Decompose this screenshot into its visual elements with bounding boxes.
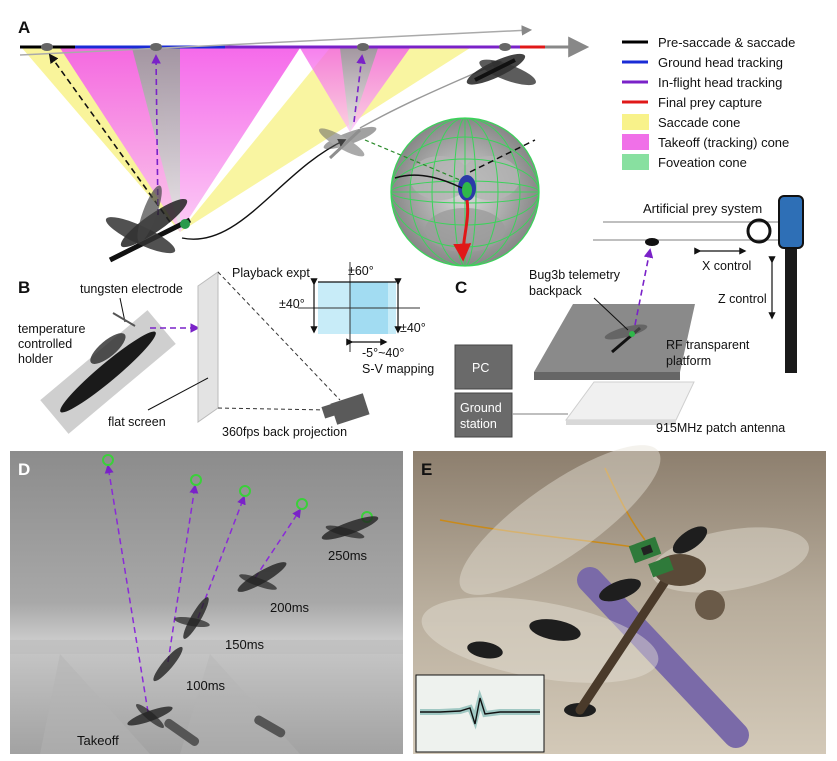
time-100ms: 100ms: [186, 678, 226, 693]
bug3b-label: backpack: [529, 284, 583, 298]
holder-label: controlled: [18, 337, 72, 351]
platform-dragonfly: [604, 324, 648, 354]
antenna-label: 915MHz patch antenna: [656, 421, 785, 435]
flat-screen-label: flat screen: [108, 415, 166, 429]
sight-line: [254, 508, 301, 579]
ground-station-label: Ground: [460, 401, 502, 415]
deg40-right-label: ±40°: [400, 321, 426, 335]
sight-line: [104, 464, 149, 713]
prey-marker: [357, 43, 369, 51]
head-globe: [364, 117, 540, 267]
range-label: -5°~40°: [362, 346, 404, 360]
rf-platform-label: platform: [666, 354, 711, 368]
z-control-label: Z control: [718, 292, 767, 306]
tethered-dragonfly: [421, 445, 809, 717]
time-250ms: 250ms: [328, 548, 368, 563]
artificial-prey-label: Artificial prey system: [643, 201, 762, 216]
pc-label: PC: [472, 361, 489, 375]
inflight-tracking-arrow: [353, 54, 366, 123]
purple-rod: [577, 567, 749, 748]
legend-label: Pre-saccade & saccade: [658, 35, 795, 50]
legend-label: Ground head tracking: [658, 55, 783, 70]
ground-station-box: [454, 392, 513, 438]
dragonfly-flying: [318, 126, 377, 160]
sv-mapping-label: S-V mapping: [362, 362, 434, 376]
panel-letter-e: E: [421, 460, 432, 479]
ground-tracking-arrow: [151, 54, 161, 216]
prey-position: [296, 498, 308, 510]
legend: Pre-saccade & saccade Ground head tracki…: [622, 35, 795, 170]
motor-unit: [778, 195, 804, 249]
deg40-left-label: ±40°: [279, 297, 305, 311]
panel-e: E: [413, 445, 826, 754]
dragonfly-perched: [105, 185, 192, 263]
panel-letter-b: B: [18, 278, 30, 297]
holder-label: temperature: [18, 322, 85, 336]
prey-marker: [41, 43, 53, 51]
artificial-prey: [645, 238, 659, 246]
spike-trace-inset: [415, 674, 545, 753]
holder-label: holder: [18, 352, 53, 366]
panel-a: A: [18, 18, 795, 267]
legend-swatch-foveation-cone: [622, 154, 649, 170]
pc-box: [454, 344, 513, 390]
prey-marker: [150, 43, 162, 51]
legend-swatch-saccade-cone: [622, 114, 649, 130]
projection-label: 360fps back projection: [222, 425, 347, 439]
ground-station-label: station: [460, 417, 497, 431]
legend-swatch-takeoff-cone: [622, 134, 649, 150]
deg60-label: ±60°: [348, 264, 374, 278]
prey-marker: [499, 43, 511, 51]
legend-label: Saccade cone: [658, 115, 740, 130]
flat-screen: [197, 271, 219, 423]
panel-letter-c: C: [455, 278, 467, 297]
time-150ms: 150ms: [225, 637, 265, 652]
rf-platform-label: RF transparent: [666, 338, 750, 352]
x-control-label: X control: [702, 259, 751, 273]
gray-cone-2: [340, 48, 378, 132]
panel-letter-a: A: [18, 18, 30, 37]
prey-position: [239, 485, 251, 497]
temperature-holder: [40, 310, 176, 434]
prey-position: [190, 474, 202, 486]
panel-b: B tungsten electrode temperature control…: [18, 262, 434, 439]
panel-letter-d: D: [18, 460, 30, 479]
gray-path-top: [19, 25, 533, 56]
electrode-label: tungsten electrode: [80, 282, 183, 296]
saccade-cone-right: [180, 48, 470, 232]
projector: [321, 393, 370, 425]
panel-d: D 250ms 200ms 150ms 100ms Takeoff: [10, 451, 403, 754]
time-200ms: 200ms: [270, 600, 310, 615]
takeoff-label: Takeoff: [77, 733, 119, 748]
pulley-wheel: [746, 218, 772, 244]
bug3b-label: Bug3b telemetry: [529, 268, 621, 282]
legend-label: Takeoff (tracking) cone: [658, 135, 789, 150]
dragonfly-capture: [466, 53, 536, 86]
tungsten-electrode: [112, 312, 136, 327]
prey-position: [102, 454, 114, 466]
legend-label: Foveation cone: [658, 155, 747, 170]
playback-label: Playback expt: [232, 266, 310, 280]
legend-label: Final prey capture: [658, 95, 762, 110]
gray-cone-1: [132, 48, 180, 232]
flight-trajectory: [181, 139, 347, 240]
panel-c: C Artificial prey system X control Z con…: [454, 195, 804, 438]
saccade-arrow: [48, 53, 171, 223]
legend-label: In-flight head tracking: [658, 75, 782, 90]
capture-arrow: [634, 248, 654, 326]
patch-antenna: [565, 381, 695, 421]
frame-dragonfly: [127, 516, 379, 728]
